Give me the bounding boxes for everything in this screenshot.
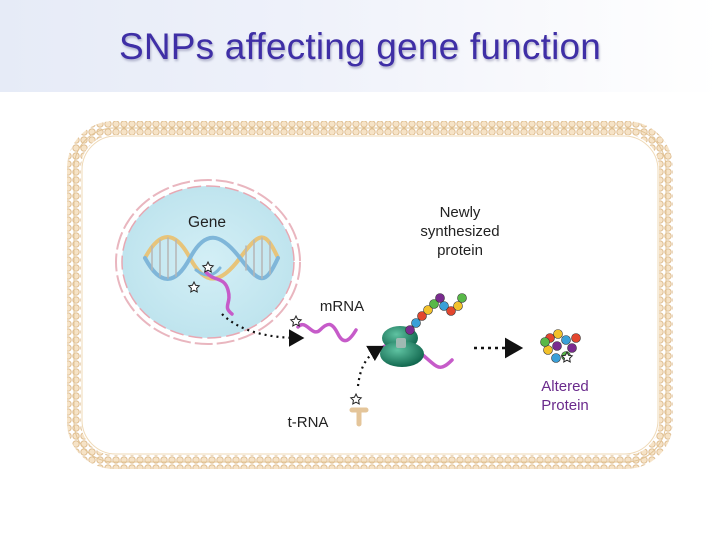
nascent-protein [405,293,467,335]
newly-label-line2: synthesized [420,223,500,240]
newly-label-line3: protein [437,242,483,259]
altered-label-line1: Altered [541,378,589,395]
snp-star-icon [560,350,574,363]
mrna-label: mRNA [319,298,365,315]
trna-label: t-RNA [287,414,329,431]
newly-synthesized-protein-label: Newly synthesized protein [400,203,520,260]
altered-protein-label: Altered Protein [515,377,615,415]
title-band [0,0,720,92]
snp-star-icon [187,260,215,293]
slide-title: SNPs affecting gene function [118,26,602,67]
newly-label-line1: Newly [439,204,481,221]
altered-label-line2: Protein [541,397,589,414]
cytoplasm-mrna [289,314,358,343]
arrow-to-mrna [221,313,305,347]
gene-label: Gene [188,214,226,231]
trna-icon [349,392,369,427]
altered-protein [540,329,581,363]
snp-star-icon [349,392,363,405]
snp-star-icon [289,314,303,327]
nuclear-mrna [204,270,234,316]
